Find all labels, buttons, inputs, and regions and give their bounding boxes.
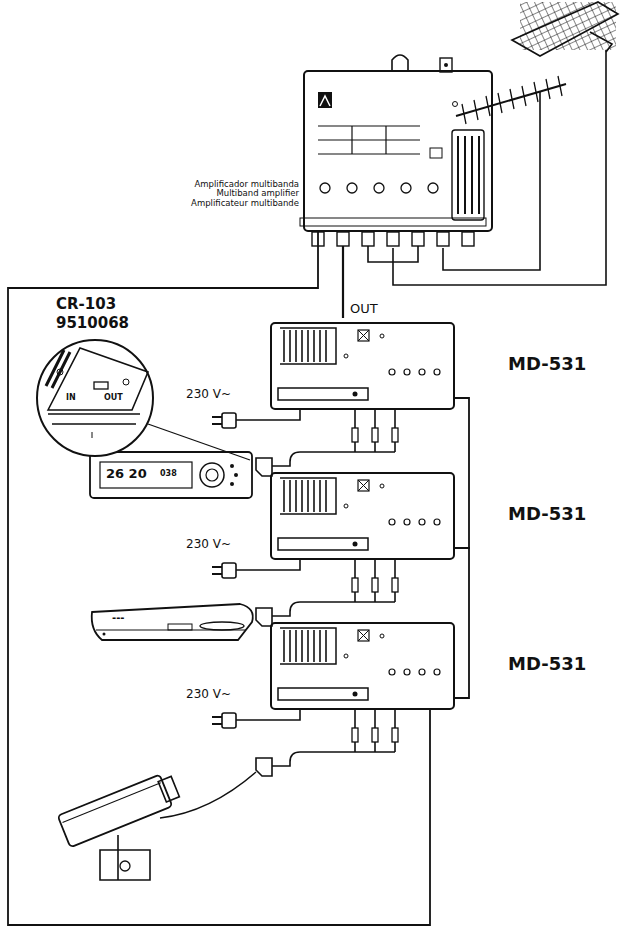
multiband-amplifier: Amplificador multibandaMultiband amplifi… — [303, 70, 493, 232]
coax-cable — [455, 548, 469, 698]
mains-voltage: 230 V~ — [186, 388, 231, 401]
amplifier-label: Amplificador multibanda — [191, 180, 299, 189]
connector-label: IN — [66, 394, 76, 403]
display-digits: --- — [112, 612, 124, 623]
amplifier-label: Amplificateur multibande — [191, 199, 299, 208]
display-digits: 038 — [160, 470, 177, 479]
node-caption: Amplificador multibandaMultiband amplifi… — [191, 180, 299, 208]
mains-voltage: 230 V~ — [186, 688, 231, 701]
coax-cable — [455, 398, 469, 548]
model-name: MD-531 — [508, 504, 586, 524]
model-name: MD-531 — [508, 654, 586, 674]
signal-name: OUT — [350, 302, 378, 316]
mains-voltage: 230 V~ — [186, 538, 231, 551]
node-caption: MD-531 — [508, 654, 586, 674]
part-number: CR-103 — [56, 296, 116, 313]
coax-cable — [8, 232, 430, 925]
display-digits: 26 20 — [106, 467, 147, 481]
modulator-box: MD-531 — [270, 622, 455, 710]
connector-label: OUT — [104, 394, 123, 403]
amplifier-label: Multiband amplifier — [191, 189, 299, 198]
modulator-box: MD-531 — [270, 322, 455, 410]
model-name: MD-531 — [508, 354, 586, 374]
node-caption: MD-531 — [508, 354, 586, 374]
modulator-box: MD-531 — [270, 472, 455, 560]
part-number: 9510068 — [56, 315, 129, 332]
node-caption: MD-531 — [508, 504, 586, 524]
